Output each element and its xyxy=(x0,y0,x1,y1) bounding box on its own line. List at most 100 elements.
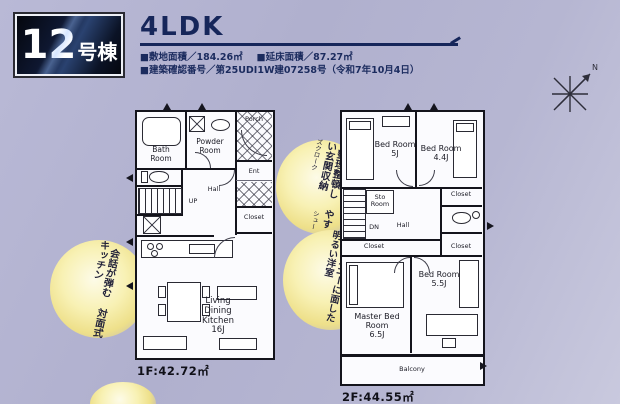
wall xyxy=(342,187,482,189)
wall xyxy=(137,168,237,170)
refrigerator-icon xyxy=(143,216,161,234)
stairs-up-label: UP xyxy=(188,197,198,205)
wall xyxy=(185,112,187,169)
floor1-plan: Bath Room Powder Room Porch Ent Hall UP … xyxy=(135,110,275,360)
direction-arrow-icon xyxy=(126,282,133,290)
chair xyxy=(202,286,210,298)
room-label-closet3: Closet xyxy=(450,242,472,250)
chair xyxy=(442,338,456,348)
cabinet xyxy=(143,336,187,350)
wall xyxy=(235,112,237,235)
stove-burner-icon xyxy=(147,243,154,250)
entry-step-line xyxy=(236,180,272,181)
wall xyxy=(440,187,442,257)
floor2-area-label: 2F:44.55㎡ xyxy=(342,390,415,404)
unit-number: 12 xyxy=(20,22,77,68)
room-label-powder: Powder Room xyxy=(196,137,224,155)
sink-icon xyxy=(211,119,230,131)
toilet-icon xyxy=(452,212,471,224)
wall xyxy=(415,112,417,188)
spec-line-areas: ■敷地面積／184.26㎡ ■延床面積／87.27㎡ xyxy=(140,49,367,63)
spec-permit-number: ■建築確認番号／第25UDI1W建07258号（令和7年10月4日） xyxy=(140,65,420,76)
balcony-label: Balcony xyxy=(399,365,425,373)
room-label-closet: Closet xyxy=(243,213,265,221)
wall xyxy=(441,232,482,234)
stairs-up xyxy=(138,188,182,214)
tv-board xyxy=(219,338,257,350)
spec-land-area: ■敷地面積／184.26㎡ xyxy=(140,52,243,63)
room-label-hall2: Hall xyxy=(396,221,410,229)
room-label-hall: Hall xyxy=(207,185,221,193)
chair xyxy=(158,286,166,298)
sofa xyxy=(217,286,257,300)
heading-underline xyxy=(140,43,458,46)
wall xyxy=(441,205,482,207)
spec-line-permit: ■建築確認番号／第25UDI1W建07258号（令和7年10月4日） xyxy=(140,62,419,76)
wall xyxy=(181,168,183,215)
wall xyxy=(236,160,272,162)
washing-machine-icon xyxy=(189,116,205,132)
room-label-sto: Sto Room xyxy=(370,193,390,209)
plan-type-heading: 4LDK xyxy=(140,12,225,42)
direction-arrow-icon xyxy=(126,174,133,182)
wall xyxy=(137,214,183,216)
storage-room-outline xyxy=(366,190,394,214)
pillow xyxy=(349,121,371,130)
vent-triangle-icon xyxy=(163,103,171,110)
direction-arrow-icon xyxy=(487,222,494,230)
room-label-closet2: Closet xyxy=(363,242,385,250)
compass-north-letter: N xyxy=(592,63,598,72)
pillow xyxy=(456,123,474,132)
unit-number-suffix: 号棟 xyxy=(77,39,118,64)
balcony: Balcony xyxy=(340,356,485,386)
entry-step-hatch xyxy=(236,182,272,207)
pillow xyxy=(349,265,358,305)
door-arc xyxy=(394,257,410,273)
wall xyxy=(137,235,214,237)
unit-number-box-inner: 12 号棟 xyxy=(15,14,123,76)
wall xyxy=(342,239,441,241)
feature-badge-clipped xyxy=(90,382,156,404)
kitchen-sink-icon xyxy=(189,244,215,254)
sink-icon xyxy=(472,211,480,219)
room-label-ent: Ent xyxy=(248,167,260,175)
stove-burner-icon xyxy=(156,243,163,250)
wall xyxy=(342,255,482,257)
chair xyxy=(202,304,210,316)
toilet-icon xyxy=(149,171,169,183)
vent-triangle-icon xyxy=(404,103,412,110)
compass-icon: N xyxy=(552,63,598,112)
chair xyxy=(158,304,166,316)
vent-triangle-icon xyxy=(430,103,438,110)
direction-arrow-icon xyxy=(480,362,487,370)
stairs-down xyxy=(343,189,366,239)
vent-triangle-icon xyxy=(198,103,206,110)
bed xyxy=(459,260,479,308)
stove-burner-icon xyxy=(151,250,158,257)
room-label-closet1: Closet xyxy=(450,190,472,198)
feature-badge-kitchen: 会話が弾む 対面式キッチン xyxy=(50,238,148,339)
wall xyxy=(137,185,183,187)
feature-badge-kitchen-text: 会話が弾む 対面式キッチン xyxy=(89,238,120,339)
floor1-area-label: 1F:42.72㎡ xyxy=(137,364,210,378)
room-label-porch: Porch xyxy=(245,115,263,123)
toilet-tank xyxy=(141,171,148,183)
stairs-down-label: DN xyxy=(369,223,379,231)
door-arc xyxy=(419,170,435,186)
unit-number-box: 12 号棟 xyxy=(13,12,125,78)
door-arc xyxy=(219,170,235,186)
door-arc xyxy=(396,170,413,187)
dresser xyxy=(382,116,410,127)
wall xyxy=(236,232,272,234)
direction-arrow-icon xyxy=(126,238,133,246)
bathtub-icon xyxy=(142,117,181,146)
spec-floor-area: ■延床面積／87.27㎡ xyxy=(256,52,353,63)
wall xyxy=(410,255,412,353)
dining-table xyxy=(167,282,201,322)
